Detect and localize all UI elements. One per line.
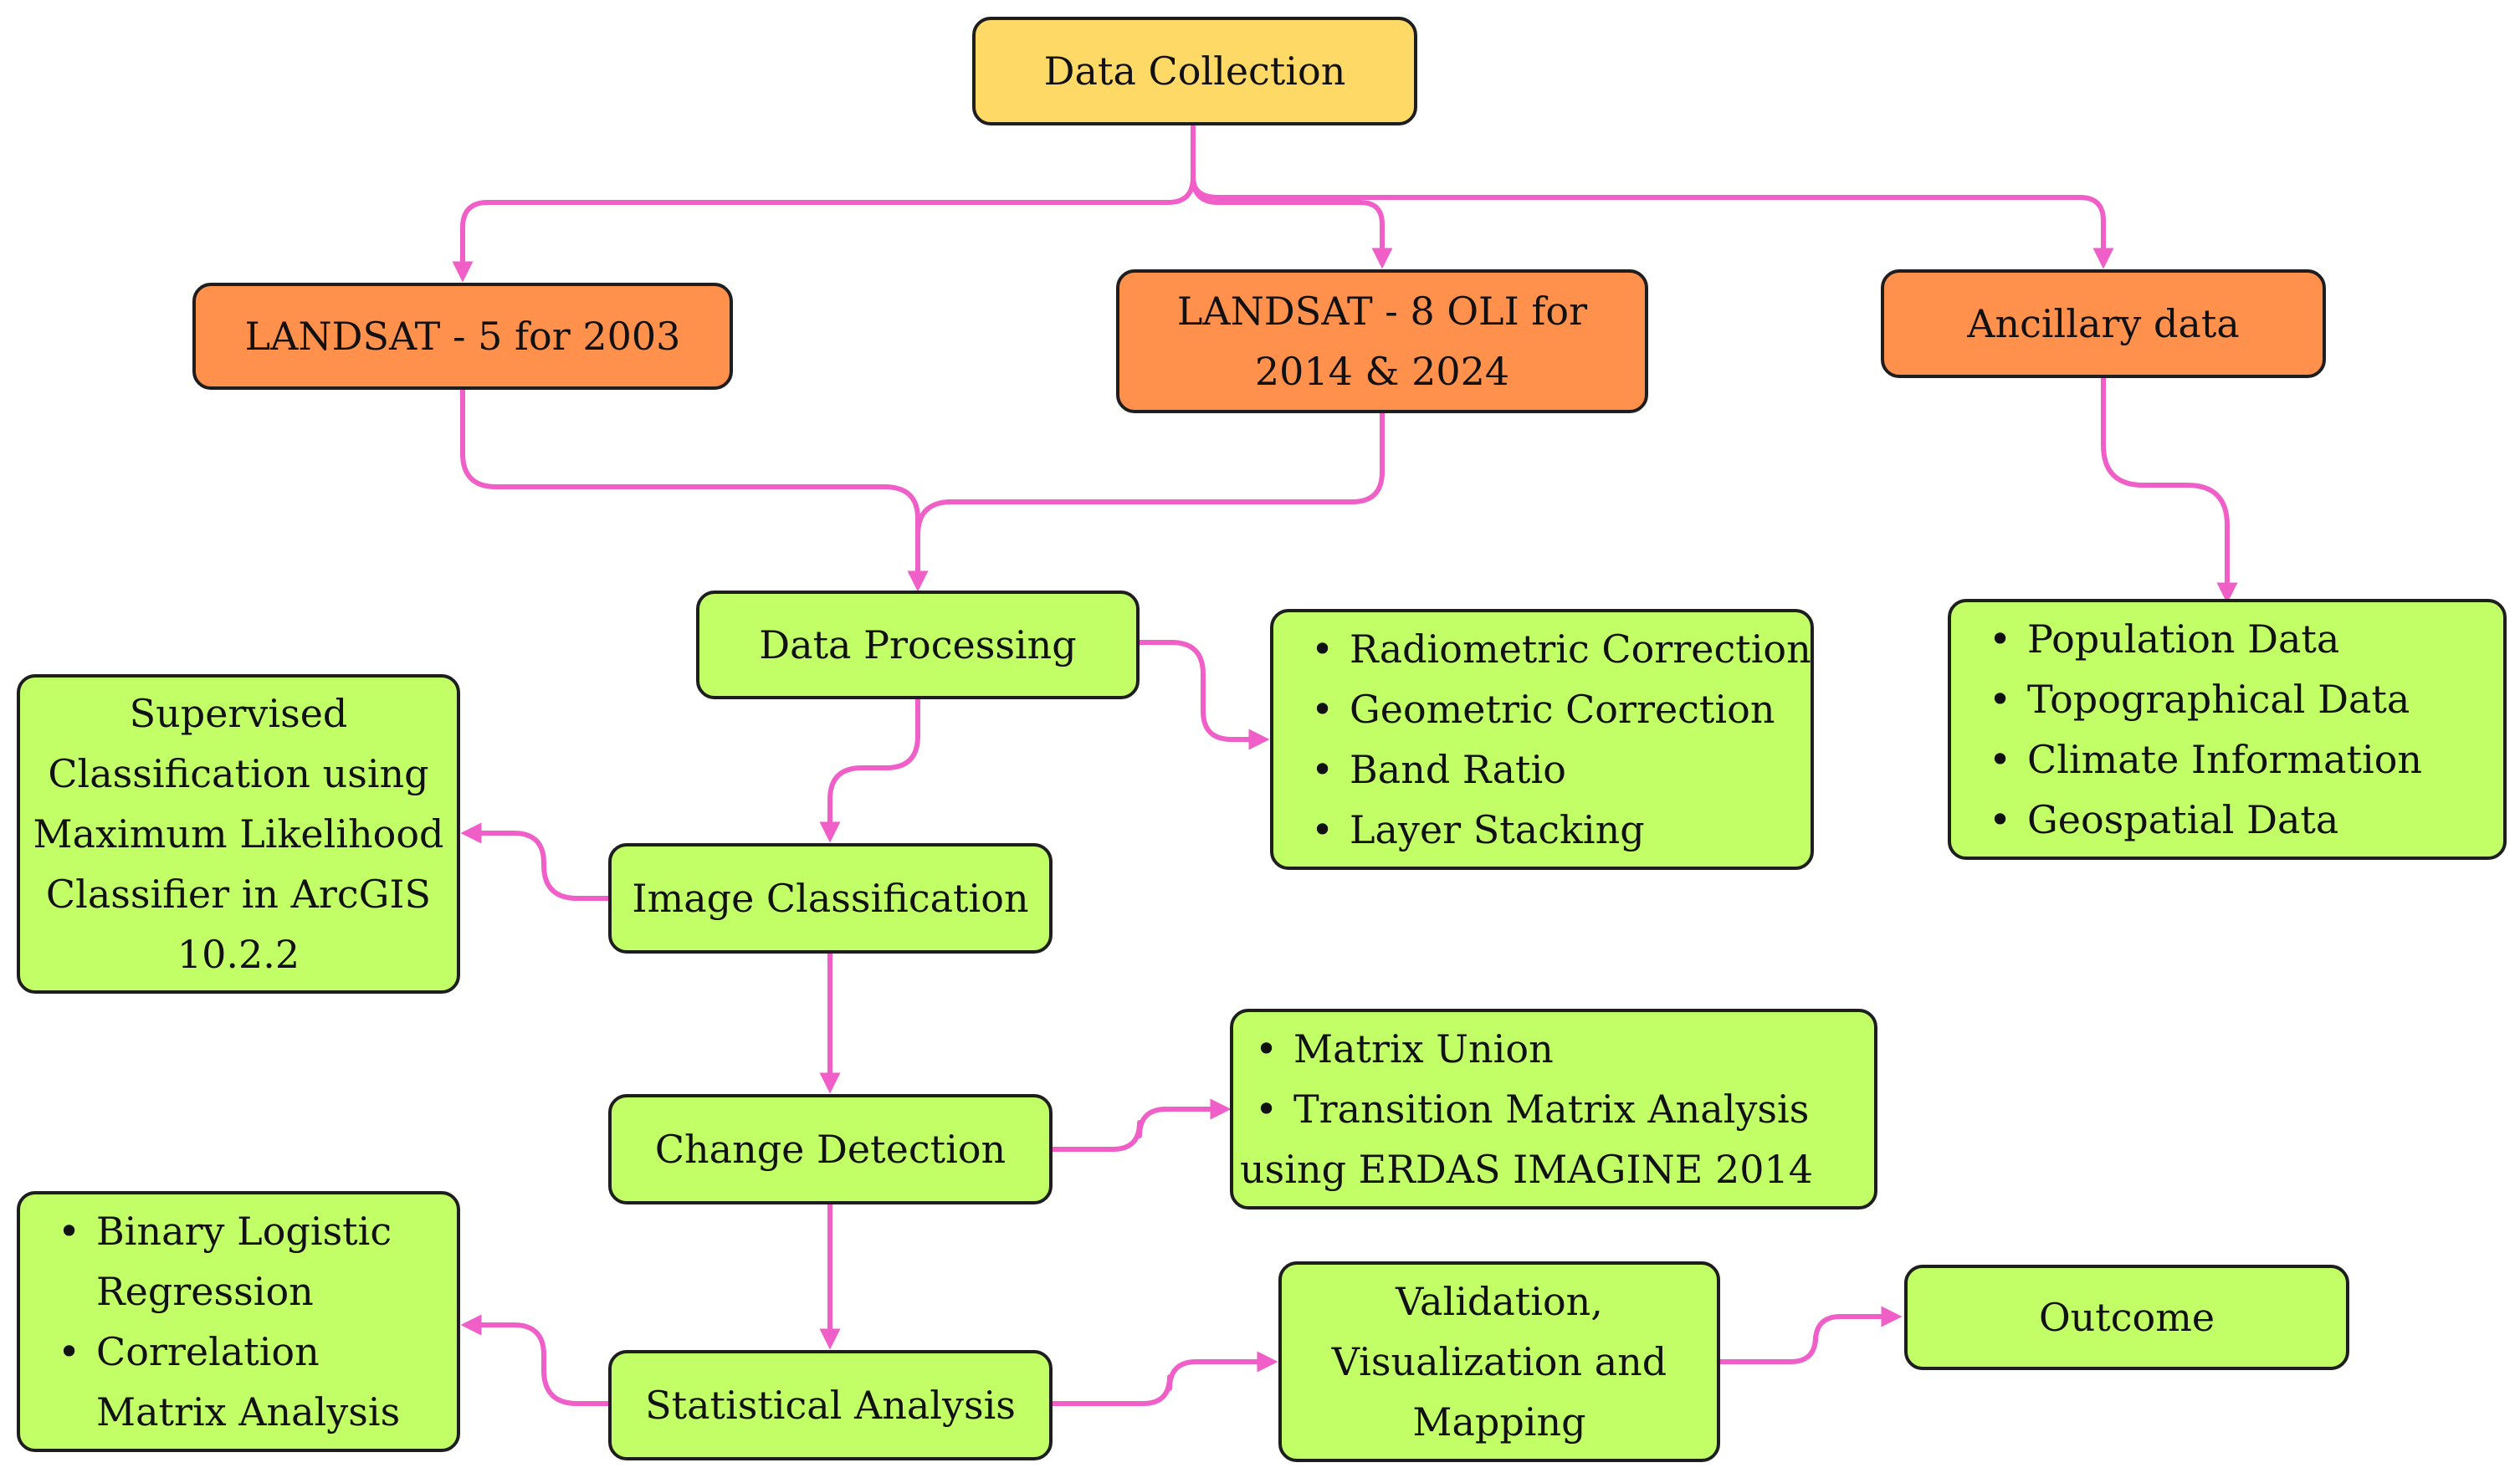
list-item-text: Layer Stacking (1350, 807, 1645, 852)
bullet: • (1989, 797, 2012, 842)
bullet: • (1311, 807, 1334, 852)
list-item: • Correlation (50, 1322, 320, 1382)
node-label: Mapping (1412, 1399, 1586, 1445)
bullet: • (1989, 677, 2012, 722)
note-classification-method: Supervised Classification using Maximum … (17, 674, 460, 994)
connector-classification-to-method (460, 822, 611, 901)
note-line: using ERDAS IMAGINE 2014 (1240, 1147, 1814, 1192)
note-ancillary-items: • Population Data • Topographical Data • Cl… (1948, 599, 2507, 860)
list-item: • Binary Logistic (50, 1201, 392, 1261)
node-label: 2014 & 2024 (1254, 349, 1510, 394)
list-item: • Topographical Data (1981, 669, 2410, 729)
list-item-text: Transition Matrix Analysis (1293, 1087, 1810, 1132)
list-item-text: Geospatial Data (2027, 797, 2339, 842)
bullet: • (58, 1329, 81, 1374)
connector-collection-to-landsat5 (452, 125, 1196, 283)
node-landsat-8: LANDSAT - 8 OLI for 2014 & 2024 (1116, 269, 1648, 413)
connector-collection-to-ancillary (1191, 125, 2114, 269)
list-item-text: Correlation (96, 1329, 320, 1374)
bullet: • (1311, 687, 1334, 732)
bullet: • (1255, 1087, 1278, 1132)
note-statistical-methods: • Binary Logistic Regression • Correlation… (17, 1191, 460, 1452)
note-line: Maximum Likelihood (33, 811, 444, 857)
node-label: Change Detection (654, 1127, 1006, 1172)
connector-change-to-methods (1050, 1098, 1232, 1152)
node-label: LANDSAT - 5 for 2003 (244, 314, 681, 359)
note-line: Supervised (129, 691, 348, 736)
list-item: • Climate Information (1981, 729, 2422, 790)
note-line: Classifier in ArcGIS (45, 872, 432, 917)
node-data-collection: Data Collection (972, 17, 1417, 125)
list-item-text: Matrix Analysis (96, 1389, 401, 1435)
bullet: • (1311, 747, 1334, 792)
list-item-text: Radiometric Correction (1350, 626, 1811, 672)
node-data-processing: Data Processing (696, 591, 1140, 699)
bullet: • (1311, 626, 1334, 672)
list-item: • Geospatial Data (1981, 790, 2338, 850)
list-item: • Geometric Correction (1304, 679, 1775, 739)
connector-landsat8-to-processing (915, 411, 1385, 538)
node-landsat-5: LANDSAT - 5 for 2003 (192, 283, 733, 390)
node-statistical-analysis: Statistical Analysis (608, 1350, 1053, 1460)
bullet: • (1989, 737, 2012, 782)
bullet: • (1989, 616, 2012, 662)
list-item-text: Band Ratio (1350, 747, 1566, 792)
list-item-text: Topographical Data (2027, 677, 2410, 722)
node-label: Image Classification (632, 876, 1029, 921)
list-item-text: Geometric Correction (1350, 687, 1775, 732)
list-item: • Population Data (1981, 609, 2339, 669)
node-label: LANDSAT - 8 OLI for (1176, 289, 1588, 334)
node-image-classification: Image Classification (608, 843, 1053, 954)
list-item: • Layer Stacking (1304, 800, 1645, 860)
list-item-text: Population Data (2027, 616, 2340, 662)
note-change-methods: • Matrix Union • Transition Matrix Analysi… (1230, 1009, 1877, 1210)
connector-validation-to-outcome (1718, 1306, 1903, 1364)
list-item-text: Climate Information (2027, 737, 2423, 782)
list-item-continuation: Regression (50, 1261, 314, 1322)
node-label: Data Collection (1043, 49, 1346, 94)
node-validation-visualization-mapping: Validation, Visualization and Mapping (1278, 1261, 1720, 1462)
connector-statistical-to-validation (1050, 1351, 1278, 1406)
connector-statistical-to-methods (460, 1314, 611, 1406)
connector-processing-to-classification (819, 697, 920, 843)
list-item-continuation: Matrix Analysis (50, 1382, 400, 1442)
list-item: • Radiometric Correction (1304, 619, 1811, 679)
node-label: Visualization and (1331, 1339, 1667, 1384)
node-outcome: Outcome (1904, 1265, 2349, 1370)
note-line: Classification using (48, 751, 429, 796)
list-item-text: Binary Logistic (96, 1209, 392, 1254)
node-label: Data Processing (759, 622, 1077, 667)
node-change-detection: Change Detection (608, 1094, 1053, 1204)
list-item: • Matrix Union (1240, 1019, 1554, 1079)
list-item-text: Matrix Union (1293, 1026, 1554, 1071)
connector-landsat5-to-processing (460, 387, 929, 592)
note-line: 10.2.2 (177, 932, 300, 977)
bullet: • (58, 1209, 81, 1254)
list-item: • Band Ratio (1304, 739, 1566, 800)
connector-ancillary-to-items (2101, 376, 2238, 604)
node-label: Ancillary data (1967, 301, 2240, 346)
node-label: Validation, (1396, 1279, 1603, 1324)
connector-processing-to-steps (1135, 640, 1270, 750)
node-label: Statistical Analysis (645, 1383, 1016, 1428)
list-item-text: Regression (96, 1269, 314, 1314)
node-ancillary-data: Ancillary data (1881, 269, 2326, 378)
node-label: Outcome (2038, 1295, 2215, 1340)
note-processing-steps: • Radiometric Correction • Geometric Corre… (1270, 609, 1814, 870)
bullet: • (1255, 1026, 1278, 1071)
list-item: • Transition Matrix Analysis (1240, 1079, 1809, 1139)
